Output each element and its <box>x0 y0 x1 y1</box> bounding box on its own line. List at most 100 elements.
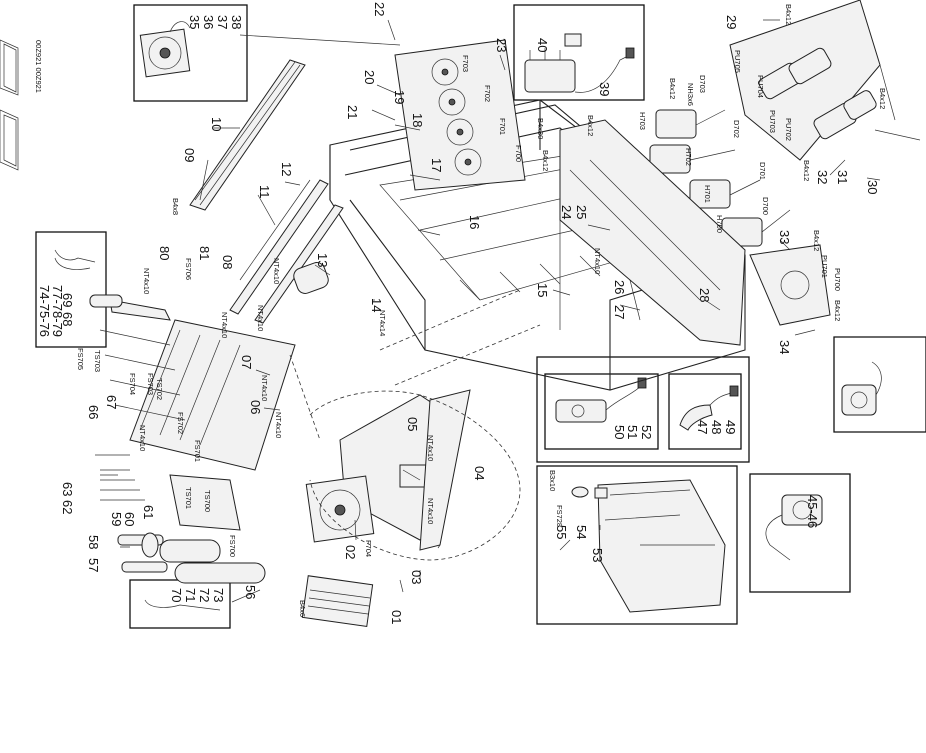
ref-f700: F700 <box>514 145 523 162</box>
corner-thumbnail-icons: 00Z921 00Z921 <box>0 39 43 171</box>
part-34: 34 <box>777 340 792 354</box>
part-17: 17 <box>429 158 444 172</box>
part-63: 63 <box>60 482 75 496</box>
screw-nt4x10-j: NT4x10 <box>138 425 147 451</box>
ref-d702: D702 <box>732 120 741 138</box>
part-60: 60 <box>122 512 137 526</box>
screw-b4x12-g: B4x12 <box>784 4 793 25</box>
ref-ts702: TS702 <box>155 378 164 400</box>
ref-fs701: FS701 <box>193 440 202 462</box>
part-70: 70 <box>169 588 184 602</box>
part-21: 21 <box>345 105 360 119</box>
part-13: 13 <box>315 253 330 267</box>
ref-pu704: PU704 <box>756 75 765 98</box>
ref-fs700: FS700 <box>228 535 237 557</box>
screw-b4x12-c: B4x12 <box>668 78 677 99</box>
ref-ts700: TS700 <box>203 490 212 512</box>
part-71: 71 <box>183 588 198 602</box>
part-56: 56 <box>243 585 258 599</box>
ref-pu703: PU703 <box>768 110 777 133</box>
fan-assembly <box>394 39 526 191</box>
bracket-27-28 <box>559 119 831 346</box>
part-45-46: 45-46 <box>805 495 820 528</box>
part-74-75-76: 74-75-76 <box>37 285 52 337</box>
part-80: 80 <box>157 246 172 260</box>
part-25: 25 <box>574 205 589 219</box>
part-03: 03 <box>409 570 424 584</box>
part-59: 59 <box>109 512 124 526</box>
ref-fs728: FS728 <box>555 505 564 527</box>
rails-11-12 <box>229 179 344 324</box>
part-54: 54 <box>574 525 589 539</box>
bottom-fan-housing <box>305 389 471 551</box>
part-57: 57 <box>86 558 101 572</box>
part-62: 62 <box>60 500 75 514</box>
screw-labels: B4x6 B4x8 B4x12 B4x12 B4x12 B4x12 B4x12 … <box>138 4 887 617</box>
part-11: 11 <box>257 185 272 199</box>
screw-b4x12-e: B4x12 <box>812 230 821 251</box>
ref-fs704: FS704 <box>128 373 137 395</box>
part-16: 16 <box>467 215 482 229</box>
grille-01 <box>301 575 374 627</box>
part-52: 52 <box>639 425 654 439</box>
part-38: 38 <box>229 15 244 29</box>
left-fittings <box>95 454 168 573</box>
dashed-outline <box>289 289 541 561</box>
part-53: 53 <box>590 548 605 562</box>
heater-cluster <box>649 109 791 247</box>
screw-b4x12-f: B4x12 <box>833 300 842 321</box>
screw-b4x8: B4x8 <box>171 198 180 215</box>
leader-lines <box>100 19 881 603</box>
ref-f703: F703 <box>461 55 470 72</box>
ref-f704: F704 <box>364 540 373 557</box>
screw-b4x12-a: B4x12 <box>541 150 550 171</box>
screw-b3x10: B3x10 <box>548 470 557 491</box>
part-81: 81 <box>197 246 212 260</box>
ref-d703: D703 <box>698 75 707 93</box>
ref-f701: F701 <box>498 118 507 135</box>
part-69: 69 <box>60 293 75 307</box>
screw-b4x12-b: B4x12 <box>586 115 595 136</box>
part-48: 48 <box>709 420 724 434</box>
screw-b4x12-d: B4x12 <box>802 160 811 181</box>
ref-ts703: TS703 <box>93 350 102 372</box>
part-73: 73 <box>211 588 226 602</box>
ref-pu701: PU701 <box>820 255 829 278</box>
part-20: 20 <box>362 70 377 84</box>
screw-nt4x10-f: NT4x10 <box>426 435 435 461</box>
part-66: 66 <box>86 405 101 419</box>
screw-nt4x10-g: NT4x10 <box>426 498 435 524</box>
ref-fs706: FS706 <box>184 258 193 280</box>
filter-rail-10 <box>189 59 306 211</box>
screw-nt4x10-e: NT4x10 <box>593 248 602 274</box>
part-36: 36 <box>201 15 216 29</box>
screw-b4x30: B4x30 <box>536 118 545 139</box>
ref-pu702: PU702 <box>784 118 793 141</box>
part-10: 10 <box>209 117 224 131</box>
part-14: 14 <box>369 298 384 312</box>
part-26: 26 <box>612 280 627 294</box>
part-15: 15 <box>535 283 550 297</box>
part-01: 01 <box>389 610 404 624</box>
tank-inset <box>571 479 726 613</box>
ref-ts701: TS701 <box>184 487 193 509</box>
ref-h700: H700 <box>715 215 724 233</box>
part-55: 55 <box>554 525 569 539</box>
part-31: 31 <box>835 170 850 184</box>
ref-d700: D700 <box>761 197 770 215</box>
valve-bank-right <box>729 0 921 161</box>
ref-fs705: FS705 <box>76 348 85 370</box>
part-51: 51 <box>625 425 640 439</box>
part-61: 61 <box>141 505 156 519</box>
pump-inset <box>555 377 647 423</box>
screw-nt4x10-b: NT4x10 <box>220 312 229 338</box>
part-27: 27 <box>612 305 627 319</box>
part-72: 72 <box>197 588 212 602</box>
fan-inset <box>139 21 191 78</box>
part-58: 58 <box>86 535 101 549</box>
ref-fs703: FS703 <box>146 373 155 395</box>
screw-nt4x10-a: NT4x10 <box>142 268 151 294</box>
part-02: 02 <box>343 545 358 559</box>
part-05: 05 <box>405 417 420 431</box>
